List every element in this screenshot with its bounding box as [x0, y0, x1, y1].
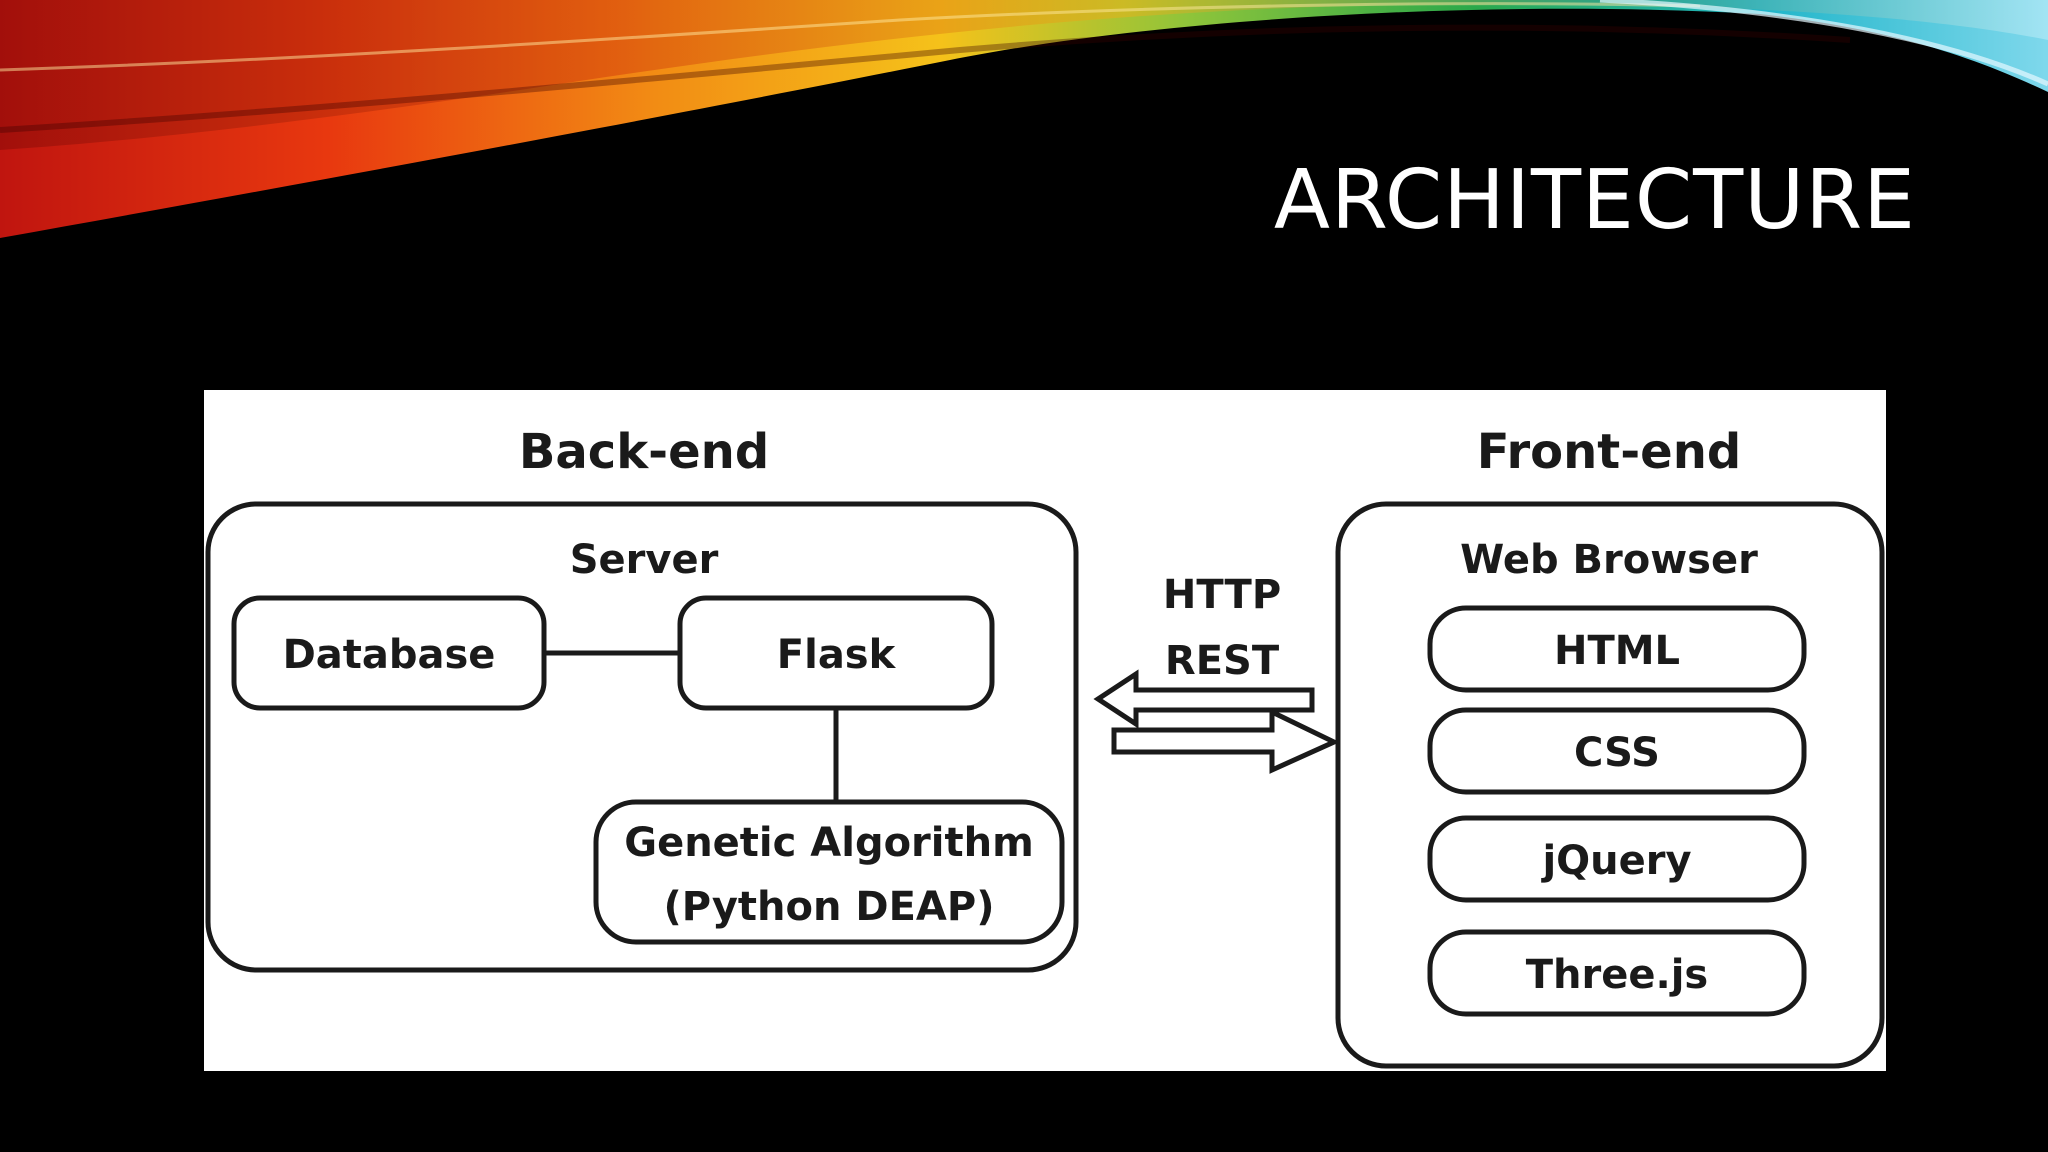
web-browser-label: Web Browser — [1460, 537, 1758, 583]
rest-label: REST — [1165, 638, 1280, 684]
server-label: Server — [570, 537, 719, 583]
arrow-to-frontend — [1111, 708, 1340, 774]
flask-label: Flask — [777, 632, 897, 678]
css-label: CSS — [1574, 730, 1660, 776]
jquery-box — [1427, 815, 1807, 903]
frontend-heading: Front-end — [1477, 424, 1742, 480]
slide-title: ARCHITECTURE — [1273, 153, 1916, 248]
database-label: Database — [283, 632, 496, 678]
arrow-to-backend — [1093, 669, 1315, 729]
threejs-box — [1427, 929, 1807, 1017]
diagram-canvas: Back-end Front-end Server Database Flask… — [205, 424, 1885, 1069]
http-label: HTTP — [1163, 572, 1281, 618]
genetic-algorithm-box — [593, 799, 1065, 945]
architecture-diagram: Back-end Front-end Server Database Flask… — [204, 390, 1886, 1071]
genetic-algorithm-sublabel: (Python DEAP) — [664, 884, 995, 930]
html-label: HTML — [1554, 628, 1680, 674]
decorative-rainbow-swoosh — [0, 0, 2048, 238]
genetic-algorithm-label: Genetic Algorithm — [624, 820, 1034, 866]
jquery-label: jQuery — [1540, 838, 1691, 884]
threejs-label: Three.js — [1526, 952, 1708, 998]
css-box — [1427, 707, 1807, 795]
backend-heading: Back-end — [519, 424, 769, 480]
html-box — [1427, 605, 1807, 693]
